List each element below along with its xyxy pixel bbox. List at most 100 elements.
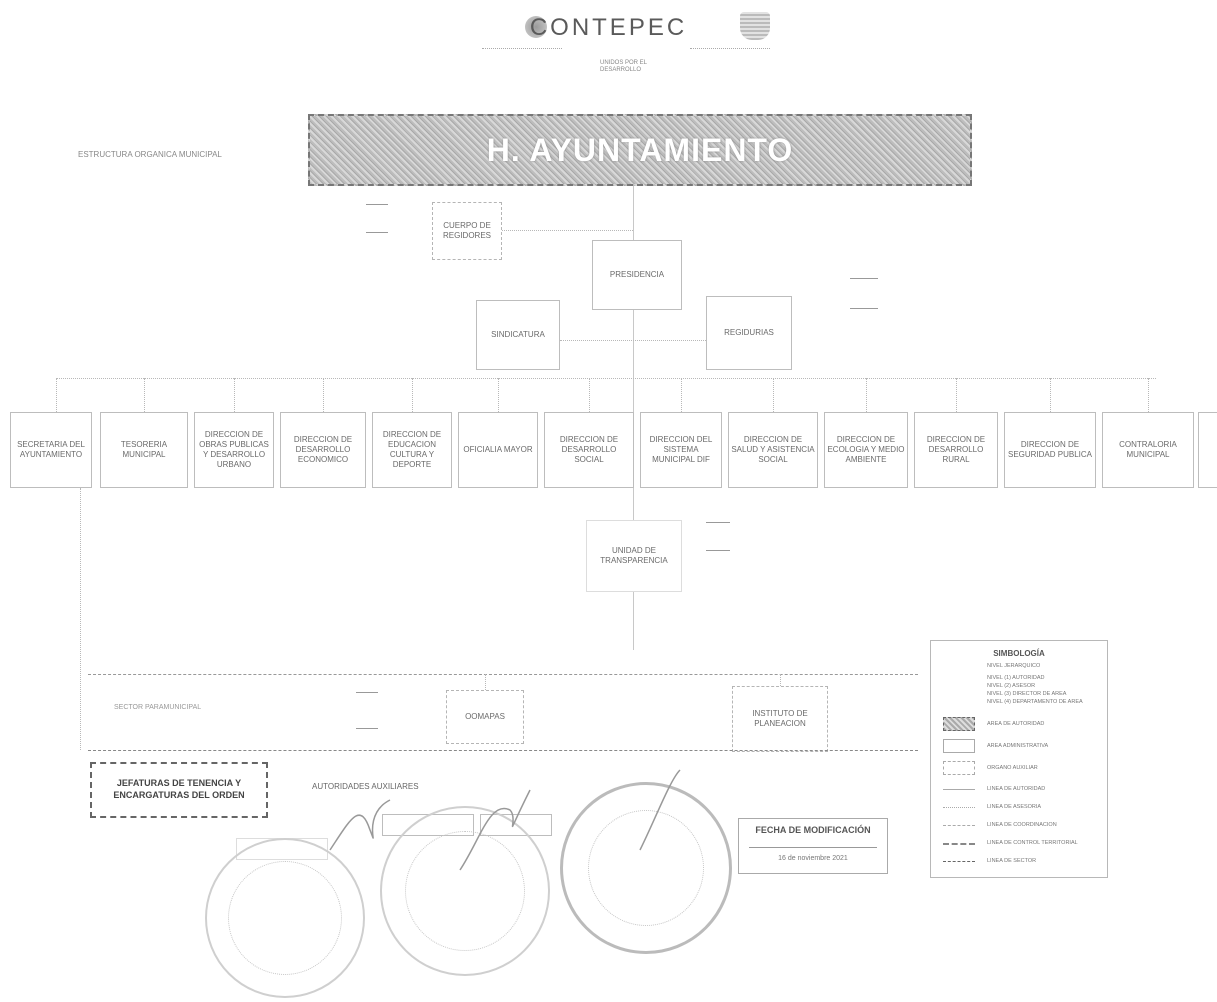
oomapas-box: OOMAPAS [446,690,524,744]
cabildo-label: CUERPO DE REGIDORES [442,221,491,240]
connector-left-long [80,488,81,750]
legend-level: NIVEL JERARQUICO [987,663,1041,669]
header-rule-left [482,48,562,49]
department-box: DIRECCION DEL SISTEMA MUNICIPAL DIF [640,412,722,488]
brand-title: CONTEPEC [529,14,688,41]
department-box: DIRECCION DE DESARROLLO SOCIAL [544,412,634,488]
connector-cabildo [502,230,633,231]
territorial-line [88,750,918,751]
jefaturas-box: JEFATURAS DE TENENCIA Y ENCARGATURAS DEL… [90,762,268,818]
cabildo-box: CUERPO DE REGIDORES [432,202,502,260]
signature-drawing [329,769,681,871]
official-seal-2-inner [405,831,525,951]
legend-item: AREA ADMINISTRATIVA [987,743,1049,749]
department-box: DIRECCION DE DESARROLLO ECONOMICO [280,412,366,488]
department-box: DIRECCION DE SEGURIDAD PUBLICA [1004,412,1096,488]
drop [234,378,235,412]
official-seal-3 [560,782,732,954]
logo-emblem-icon [525,16,547,38]
level-mark-1b [366,232,388,233]
modification-date-title: FECHA DE MODIFICACIÓN [755,825,871,835]
date-divider [749,847,877,848]
structure-label: ESTRUCTURA ORGANICA MUNICIPAL [78,150,222,159]
drop [589,378,590,412]
swatch-authority [943,717,975,731]
paramunicipal-label: SECTOR PARAMUNICIPAL [114,704,202,711]
legend-level: NIVEL (1) AUTORIDAD [987,675,1045,681]
line-sector-sample [943,861,975,862]
level-mark-3 [706,522,730,523]
unidad-label: UNIDAD DE TRANSPARENCIA [600,546,668,565]
sindicatura-box: SINDICATURA [476,300,560,370]
department-box-partial [1198,412,1217,488]
drop [681,378,682,412]
line-coordination-sample [943,825,975,826]
department-box: DIRECCION DE OBRAS PUBLICAS Y DESARROLLO… [194,412,274,488]
department-box: DIRECCION DE ECOLOGIA Y MEDIO AMBIENTE [824,412,908,488]
autoridades-label: AUTORIDADES AUXILIARES [312,782,419,791]
department-box: CONTRALORIA MUNICIPAL [1102,412,1194,488]
official-seal-1 [205,838,365,998]
line-advisory-sample [943,807,975,808]
sindicatura-label: SINDICATURA [491,330,545,339]
department-box: SECRETARIA DEL AYUNTAMIENTO [10,412,92,488]
level-mark-1 [366,204,388,205]
unidad-box: UNIDAD DE TRANSPARENCIA [586,520,682,592]
oomapas-label: OOMAPAS [465,712,505,721]
level-mark-2 [850,278,878,279]
regidurias-label: REGIDURIAS [724,328,774,337]
header-rule-right [690,48,770,49]
drop [56,378,57,412]
presidencia-box: PRESIDENCIA [592,240,682,310]
level-mark-4b [356,728,378,729]
drop [1148,378,1149,412]
instituto-box: INSTITUTO DE PLANEACION [732,686,828,752]
official-seal-3-inner [588,810,704,926]
legend-level: NIVEL (2) ASESOR [987,683,1036,689]
legend-level: NIVEL (4) DEPARTAMENTO DE AREA [987,699,1083,705]
connector-top [633,186,634,240]
legend-item: LINEA DE SECTOR [987,858,1037,864]
drop [956,378,957,412]
swatch-admin [943,739,975,753]
official-seal-1-inner [228,861,342,975]
department-box: OFICIALIA MAYOR [458,412,538,488]
line-authority-sample [943,789,975,790]
swatch-auxiliary [943,761,975,775]
legend-item: LINEA DE COORDINACION [987,822,1057,828]
regidurias-box: REGIDURIAS [706,296,792,370]
ayuntamiento-label: H. AYUNTAMIENTO [486,131,794,168]
legend-box: SIMBOLOGÍA NIVEL JERARQUICO NIVEL (1) AU… [930,640,1108,878]
drop [485,674,486,690]
department-bus [56,378,1156,379]
level-mark-4 [356,692,378,693]
coat-of-arms-icon [740,12,770,40]
legend-item: LINEA DE ASESORIA [987,804,1042,810]
department-box: DIRECCION DE SALUD Y ASISTENCIA SOCIAL [728,412,818,488]
modification-date-value: 16 de noviembre 2021 [778,855,848,862]
connector-sind-reg [560,340,706,341]
department-box: DIRECCION DE DESARROLLO RURAL [914,412,998,488]
legend-item: AREA DE AUTORIDAD [987,721,1045,727]
level-mark-3b [706,550,730,551]
modification-date-box: FECHA DE MODIFICACIÓN 16 de noviembre 20… [738,818,888,874]
drop [412,378,413,412]
legend-level: NIVEL (3) DIRECTOR DE AREA [987,691,1067,697]
drop [866,378,867,412]
ayuntamiento-box: H. AYUNTAMIENTO [308,114,972,186]
legend-title: SIMBOLOGÍA [993,649,1045,658]
department-box: TESORERIA MUNICIPAL [100,412,188,488]
drop [1050,378,1051,412]
drop [144,378,145,412]
legend-item: ORGANO AUXILIAR [987,765,1038,771]
level-mark-2b [850,308,878,309]
drop [773,378,774,412]
drop [498,378,499,412]
header-subtitle: UNIDOS POR EL DESARROLLO [600,60,647,74]
legend-item: LINEA DE AUTORIDAD [987,786,1046,792]
presidencia-label: PRESIDENCIA [609,270,665,279]
drop [780,674,781,686]
instituto-label: INSTITUTO DE PLANEACION [752,709,808,728]
legend-item: LINEA DE CONTROL TERRITORIAL [987,840,1078,846]
jefaturas-label: JEFATURAS DE TENENCIA Y ENCARGATURAS DEL… [113,778,245,800]
